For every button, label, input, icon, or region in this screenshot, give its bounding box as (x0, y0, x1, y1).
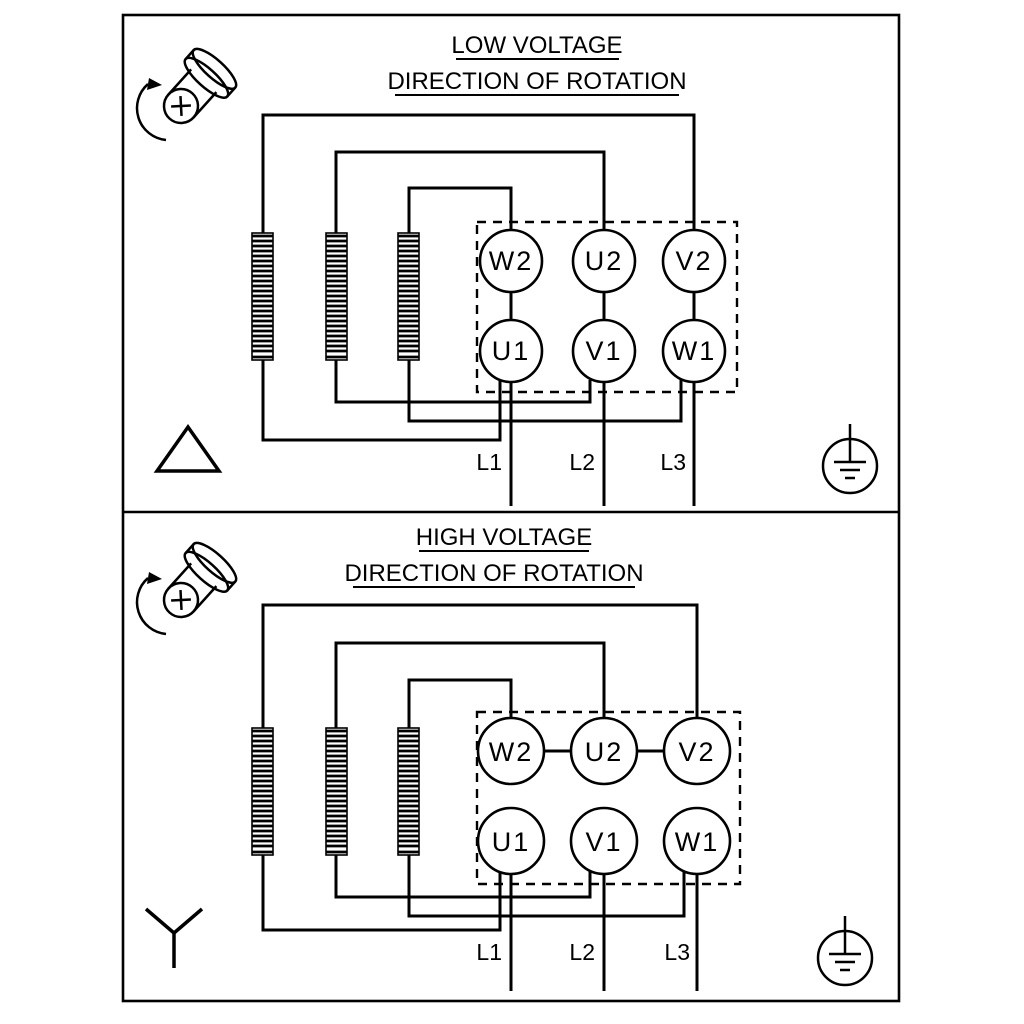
terminal-block-outline (475, 710, 742, 886)
terminal-label: V1 (585, 336, 622, 366)
terminal-label: W1 (675, 827, 720, 857)
winding-bar (324, 231, 349, 362)
rotation-direction-icon (135, 536, 243, 636)
terminal-U2: U2 (569, 716, 639, 786)
terminal-V1: V1 (571, 318, 637, 384)
terminal-V1: V1 (569, 806, 639, 876)
terminal-U1: U1 (478, 318, 544, 384)
wye-symbol (144, 907, 204, 968)
delta-symbol (153, 423, 223, 473)
terminal-label: U1 (492, 336, 531, 366)
terminal-label: V2 (675, 246, 712, 276)
low-voltage-panel: LOW VOLTAGE DIRECTION OF ROTATION W2 U2 (135, 32, 879, 506)
wire (334, 150, 606, 233)
wire (407, 855, 686, 918)
terminal-label: W1 (672, 336, 717, 366)
terminal-W2: W2 (476, 716, 546, 786)
rotation-direction-icon (135, 42, 243, 142)
wire (334, 360, 592, 404)
supply-line-label-L2: L2 (569, 449, 595, 475)
terminal-block-outline (475, 220, 739, 394)
supply-line-label-L2: L2 (569, 939, 595, 965)
winding-bar (396, 231, 421, 362)
terminal-label: W2 (489, 737, 534, 767)
winding-bar (396, 726, 421, 857)
panel-title: LOW VOLTAGE (451, 32, 622, 59)
terminal-V2: V2 (661, 228, 727, 294)
terminal-label: V1 (585, 827, 622, 857)
supply-line-label-L1: L1 (476, 449, 502, 475)
panel-subtitle: DIRECTION OF ROTATION (344, 560, 643, 587)
panel-title: HIGH VOLTAGE (416, 524, 592, 551)
delta-link-wires (509, 292, 696, 320)
terminal-U2: U2 (571, 228, 637, 294)
winding-bar (250, 726, 275, 857)
terminal-W1: W1 (662, 806, 732, 876)
ground-icon (816, 914, 874, 987)
terminal-W1: W1 (661, 318, 727, 384)
wire (407, 186, 513, 233)
wire (261, 855, 502, 932)
supply-line-label-L1: L1 (476, 939, 502, 965)
wire (261, 360, 502, 442)
wire (261, 113, 696, 233)
terminal-label: U2 (585, 737, 624, 767)
terminal-label: W2 (489, 246, 534, 276)
wire (261, 603, 699, 728)
winding-bar (324, 726, 349, 857)
panel-subtitle: DIRECTION OF ROTATION (387, 68, 686, 95)
high-voltage-panel: HIGH VOLTAGE DIRECTION OF ROTATION W2 U2 (135, 524, 874, 991)
terminal-label: V2 (678, 737, 715, 767)
winding-bar (250, 231, 275, 362)
terminal-V2: V2 (662, 716, 732, 786)
supply-line-wires (509, 874, 699, 991)
wire (407, 678, 513, 728)
wire (334, 641, 606, 728)
wire (407, 360, 683, 423)
ground-icon (821, 422, 879, 495)
supply-line-label-L3: L3 (660, 449, 686, 475)
terminal-label: U2 (585, 246, 624, 276)
supply-line-label-L3: L3 (664, 939, 690, 965)
terminal-W2: W2 (478, 228, 544, 294)
terminal-label: U1 (492, 827, 531, 857)
diagram-border (121, 13, 901, 1003)
terminal-U1: U1 (476, 806, 546, 876)
wire (334, 855, 592, 899)
